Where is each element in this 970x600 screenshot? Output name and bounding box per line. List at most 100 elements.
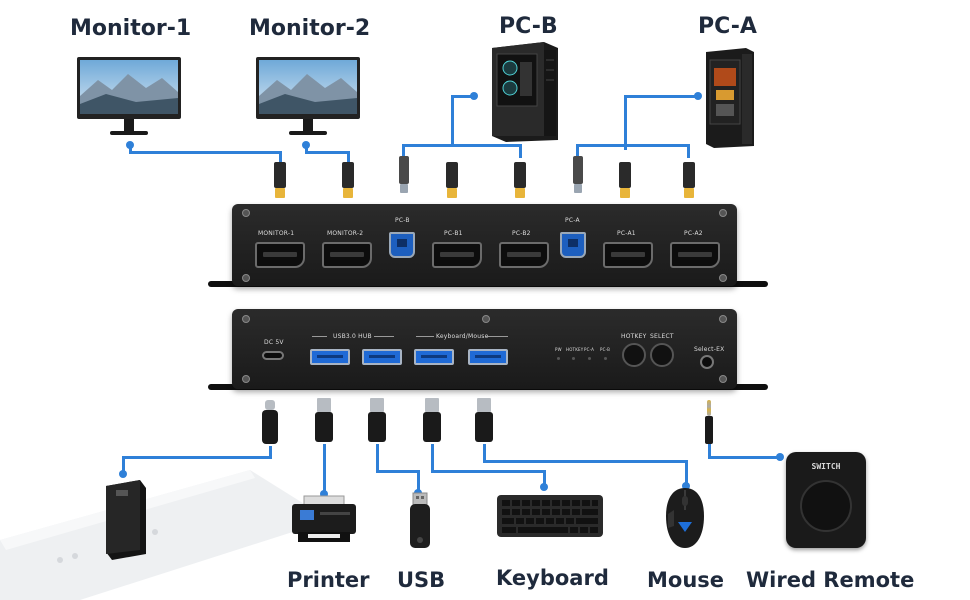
label-keyboard: Keyboard [496, 566, 609, 590]
label-mouse: Mouse [647, 568, 725, 592]
led-label-pw: PW [555, 347, 562, 352]
select-ex-label: Select-EX [694, 346, 725, 353]
port-label-pc-b1: PC-B1 [444, 230, 463, 237]
pc-a-cable [576, 144, 690, 147]
usb-a-port-mouse [468, 349, 508, 365]
led-label-pc-b: PC-B [600, 347, 611, 352]
select-ex-jack [700, 355, 714, 369]
power-cable-dot [119, 470, 127, 478]
usb-flash-drive-icon [410, 492, 430, 548]
dp-plug-pc-a1 [619, 162, 631, 200]
pc-b-cable [402, 144, 522, 147]
select-button[interactable] [650, 343, 674, 367]
keyboard-cable [431, 470, 546, 473]
screw-icon [719, 375, 727, 383]
port-label-pc-a: PC-A [565, 217, 580, 224]
screw-icon [719, 209, 727, 217]
printer-cable-dot [320, 490, 328, 498]
printer-cable [323, 444, 326, 494]
usb-a-port-hub-1 [310, 349, 350, 365]
usb-b-port-pc-b [389, 232, 415, 258]
mouse-icon [666, 488, 704, 548]
screw-icon [719, 315, 727, 323]
monitor-2-cable [305, 151, 350, 154]
hotkey-label: HOTKEY [621, 333, 647, 340]
led-pc-b [604, 357, 607, 360]
port-label-monitor-2: MONITOR-2 [327, 230, 364, 237]
usb-a-plug-keyboard [423, 398, 441, 444]
dp-plug-pc-a2 [683, 162, 695, 200]
kvm-back-panel: MONITOR-1 MONITOR-2 PC-B PC-B1 PC-B2 PC-… [232, 204, 737, 286]
usb-b-plug-pc-b [399, 156, 409, 194]
usb-hub-label: USB3.0 HUB [333, 333, 372, 340]
usb-a-plug-mouse [475, 398, 493, 444]
dp-plug-monitor-1 [274, 162, 286, 200]
keyboard-mouse-label: Keyboard/Mouse [436, 333, 489, 340]
label-monitor-2: Monitor-2 [249, 16, 371, 41]
keyboard-icon [497, 495, 603, 537]
pc-b-cable-dot [470, 92, 478, 100]
led-pc-a [588, 357, 591, 360]
remote-switch-button[interactable] [800, 480, 852, 532]
label-pc-b: PC-B [499, 14, 558, 39]
screw-icon [242, 375, 250, 383]
usb-a-port-keyboard [414, 349, 454, 365]
screw-icon [242, 209, 250, 217]
displayport-pc-a2 [670, 242, 720, 268]
displayport-monitor-1 [255, 242, 305, 268]
usb-a-plug-usb [368, 398, 386, 444]
mouse-cable-dot [682, 482, 690, 490]
led-label-pc-a: PC-A [584, 347, 595, 352]
kvm-front-panel: DC 5V USB3.0 HUB Keyboard/Mouse PW HOTKE… [232, 309, 737, 389]
displayport-pc-b2 [499, 242, 549, 268]
mouse-cable [483, 460, 688, 463]
pc-b-tower-icon [492, 42, 558, 142]
pc-a-tower-icon [706, 48, 754, 148]
led-hotkey [572, 357, 575, 360]
monitor-1-icon [77, 57, 181, 135]
screw-icon [482, 315, 490, 323]
select-label: SELECT [650, 333, 674, 340]
remote-cable [708, 456, 780, 459]
port-label-monitor-1: MONITOR-1 [258, 230, 295, 237]
hotkey-button[interactable] [622, 343, 646, 367]
led-pw [557, 357, 560, 360]
keyboard-cable-dot [540, 483, 548, 491]
screw-icon [242, 315, 250, 323]
remote-cable-dot [776, 453, 784, 461]
label-usb: USB [397, 568, 446, 592]
led-label-hotkey: HOTKEY [566, 347, 584, 352]
dp-plug-pc-b1 [446, 162, 458, 200]
label-printer: Printer [287, 568, 370, 592]
audio-plug-remote [704, 400, 714, 446]
monitor-2-icon [256, 57, 360, 135]
label-monitor-1: Monitor-1 [70, 16, 192, 41]
usb-cable [376, 470, 420, 473]
pc-b-dp-cable [451, 95, 454, 145]
usb-a-plug-printer [315, 398, 333, 444]
port-label-pc-a2: PC-A2 [684, 230, 703, 237]
power-cable [122, 456, 272, 459]
pc-a-dp-cable [624, 95, 627, 150]
label-wired-remote: Wired Remote [746, 568, 915, 592]
dc-label: DC 5V [264, 339, 284, 346]
power-adapter-icon [106, 480, 146, 560]
usb-b-plug-pc-a [573, 156, 583, 194]
usb-a-port-hub-2 [362, 349, 402, 365]
dp-plug-pc-b2 [514, 162, 526, 200]
dp-plug-monitor-2 [342, 162, 354, 200]
port-label-pc-b: PC-B [395, 217, 410, 224]
usb-b-port-pc-a [560, 232, 586, 258]
port-label-pc-a1: PC-A1 [617, 230, 636, 237]
pc-a-cable-dot [694, 92, 702, 100]
screw-icon [242, 274, 250, 282]
label-pc-a: PC-A [698, 14, 757, 39]
dc-usb-c-port [262, 351, 284, 360]
displayport-pc-b1 [432, 242, 482, 268]
usb-c-plug-power [262, 400, 278, 446]
wired-remote-device[interactable]: SWITCH [786, 452, 866, 548]
displayport-monitor-2 [322, 242, 372, 268]
port-label-pc-b2: PC-B2 [512, 230, 531, 237]
remote-label: SWITCH [811, 462, 841, 471]
